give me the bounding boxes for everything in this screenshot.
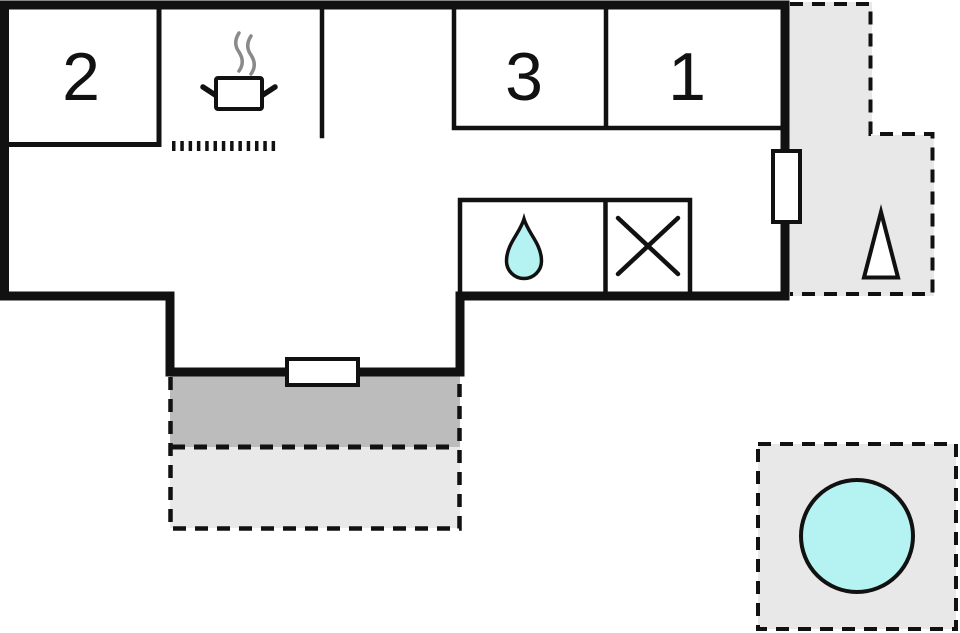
hot-tub-pad-dashed-border: [756, 442, 958, 631]
room-2-label: 2: [62, 39, 100, 115]
pot-body: [214, 76, 264, 111]
steam-wave-icon: [234, 31, 244, 73]
outdoor-area-right-dashed-border: [790, 2, 935, 296]
room-3-label: 3: [505, 39, 543, 115]
pot-right-handle: [259, 84, 278, 99]
door-marker: [285, 357, 360, 387]
steam-wave-icon: [246, 34, 256, 76]
pot-left-handle: [200, 84, 219, 99]
terrace-dashed-border: [168, 377, 462, 531]
shower-x-icon: [615, 215, 681, 277]
room-2-walls: [1, 2, 162, 147]
outdoor-area-right: [789, 2, 934, 296]
x-stroke: [615, 215, 681, 277]
terrace-light-area: [170, 447, 460, 528]
window-marker: [771, 149, 802, 224]
triangle-marker-icon: [861, 204, 901, 280]
room-3-and-1-walls: [451, 2, 788, 131]
stove-pot-icon: [200, 31, 278, 111]
water-drop-icon: [504, 212, 544, 281]
bathroom-walls: [457, 197, 693, 299]
hot-tub-circle-icon: [799, 478, 915, 594]
room-1-label: 1: [668, 39, 706, 115]
